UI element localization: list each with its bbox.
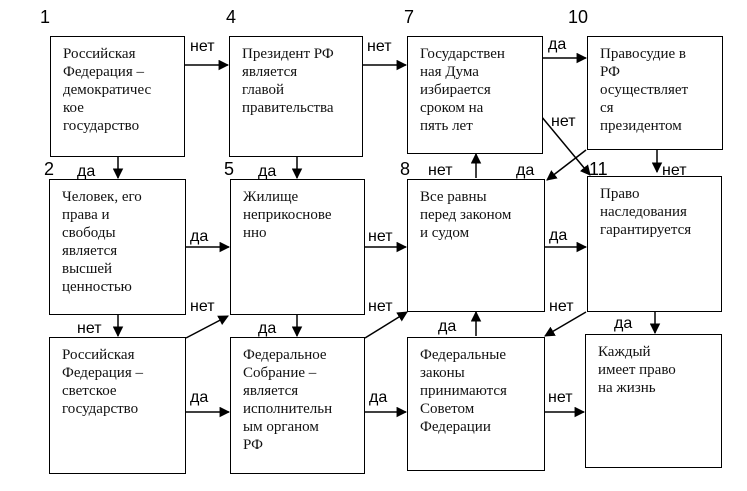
box-10: Правосудие в РФ осуществляет ся президен… bbox=[587, 36, 723, 150]
label-5-6: да bbox=[258, 320, 277, 337]
label-10-8: да bbox=[516, 162, 535, 179]
label-2-5: да bbox=[190, 228, 209, 245]
step-number-7: 7 bbox=[404, 7, 415, 27]
box-9: Федеральные законы принимаются Советом Ф… bbox=[407, 337, 545, 471]
label-10-11: нет bbox=[662, 162, 687, 179]
label-1-4: нет bbox=[190, 38, 215, 55]
step-number-8: 8 bbox=[400, 159, 411, 179]
step-number-10: 10 bbox=[568, 7, 589, 27]
label-9-12: нет bbox=[548, 389, 573, 406]
step-number-4: 4 bbox=[226, 7, 237, 27]
box-11-text: Право наследования гарантируется bbox=[600, 186, 692, 238]
box-8: Все равны перед законом и судом bbox=[407, 179, 545, 312]
label-7-11: нет bbox=[551, 113, 576, 130]
arrow-11-to-9 bbox=[544, 311, 587, 337]
box-7-text: Государствен ная Дума избирается сроком … bbox=[420, 46, 505, 134]
label-1-2: да bbox=[77, 163, 96, 180]
box-3: Российская Федерация – светское государс… bbox=[49, 337, 186, 474]
arrow-6-to-8 bbox=[364, 311, 408, 339]
box-5: Жилище неприкосновe нно bbox=[230, 179, 365, 315]
label-4-5: да bbox=[258, 163, 277, 180]
label-3-6: да bbox=[190, 389, 209, 406]
label-2-3: нет bbox=[77, 320, 102, 337]
box-2: Человек, его права и свободы является вы… bbox=[49, 179, 186, 315]
label-5-8: нет bbox=[368, 228, 393, 245]
box-12-text: Каждый имеет право на жизнь bbox=[598, 344, 676, 396]
step-number-2: 2 bbox=[44, 159, 55, 179]
box-1: Российская Федерация – демократичес кое … bbox=[50, 36, 185, 157]
box-1-text: Российская Федерация – демократичес кое … bbox=[63, 46, 152, 134]
box-11: Право наследования гарантируется bbox=[587, 176, 722, 312]
label-3-5: нет bbox=[190, 298, 215, 315]
arrow-3-to-5 bbox=[185, 315, 229, 339]
label-7-10: да bbox=[548, 36, 567, 53]
box-4-text: Президент РФ является главой правительст… bbox=[242, 46, 334, 116]
arrow-10-to-8 bbox=[546, 149, 587, 181]
box-4: Президент РФ является главой правительст… bbox=[229, 36, 363, 157]
box-9-text: Федеральные законы принимаются Советом Ф… bbox=[420, 347, 507, 435]
box-6-text: Федеральное Собрание – является исполнит… bbox=[243, 347, 333, 453]
step-number-1: 1 bbox=[40, 7, 51, 27]
box-7: Государствен ная Дума избирается сроком … bbox=[407, 36, 543, 154]
box-2-text: Человек, его права и свободы является вы… bbox=[62, 189, 142, 295]
box-6: Федеральное Собрание – является исполнит… bbox=[230, 337, 365, 474]
arrow-7-to-11 bbox=[540, 115, 591, 176]
box-10-text: Правосудие в РФ осуществляет ся президен… bbox=[600, 46, 689, 134]
box-8-text: Все равны перед законом и судом bbox=[420, 189, 512, 241]
label-8-11: да bbox=[549, 227, 568, 244]
box-3-text: Российская Федерация – светское государс… bbox=[62, 347, 143, 417]
label-9-8: да bbox=[438, 318, 457, 335]
box-5-text: Жилище неприкосновe нно bbox=[243, 189, 332, 241]
label-8-7: нет bbox=[428, 162, 453, 179]
label-6-8: нет bbox=[368, 298, 393, 315]
box-12: Каждый имеет право на жизнь bbox=[585, 334, 722, 468]
label-6-9: да bbox=[369, 389, 388, 406]
step-number-5: 5 bbox=[224, 159, 235, 179]
label-11-9: нет bbox=[549, 298, 574, 315]
label-4-7: нет bbox=[367, 38, 392, 55]
label-11-12: да bbox=[614, 315, 633, 332]
step-number-11: 11 bbox=[589, 159, 608, 179]
